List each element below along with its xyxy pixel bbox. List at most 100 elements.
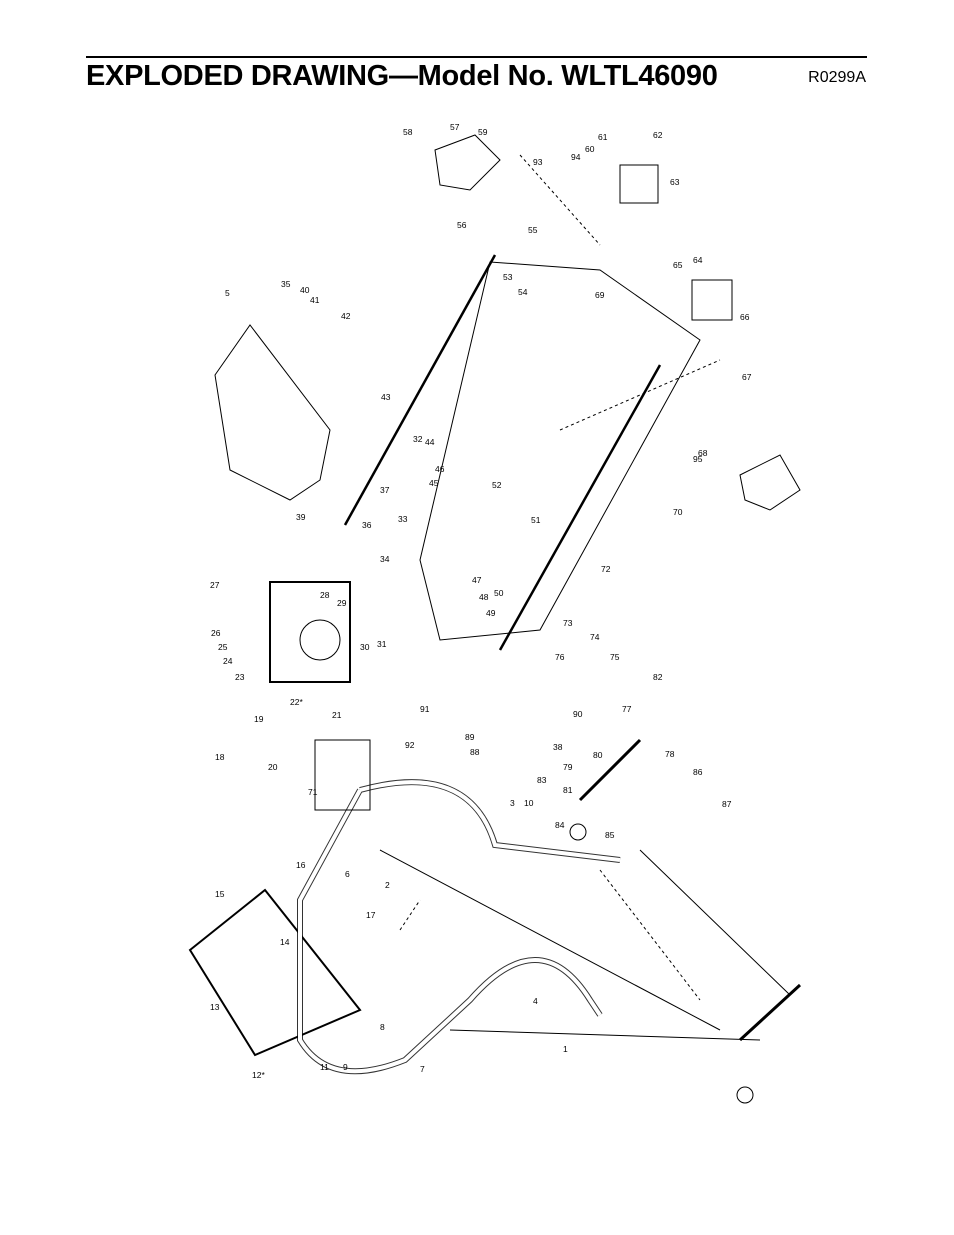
callout-5: 5	[225, 288, 230, 298]
title-rule	[86, 56, 867, 58]
callout-26: 26	[211, 628, 221, 638]
callout-20: 20	[268, 762, 278, 772]
callout-81: 81	[563, 785, 573, 795]
console-inset-12	[188, 888, 362, 1057]
callout-65: 65	[673, 260, 683, 270]
callout-labels: 1 2 3 4 5 6 7 8 9 10 11 12* 13 14 15 16 …	[210, 122, 752, 1080]
callout-63: 63	[670, 177, 680, 187]
callout-60: 60	[585, 144, 595, 154]
callout-68: 68	[698, 448, 708, 458]
callout-53: 53	[503, 272, 513, 282]
callout-14: 14	[280, 937, 290, 947]
callout-25: 25	[218, 642, 228, 652]
drawing-code: R0299A	[808, 69, 866, 86]
callout-39: 39	[296, 512, 306, 522]
callout-46: 46	[435, 464, 445, 474]
motor-28	[299, 619, 341, 661]
callout-42: 42	[341, 311, 351, 321]
callout-22: 22*	[290, 697, 303, 707]
callout-49: 49	[486, 608, 496, 618]
callout-69: 69	[595, 290, 605, 300]
callout-70: 70	[673, 507, 683, 517]
callout-87: 87	[722, 799, 732, 809]
callout-29: 29	[337, 598, 347, 608]
stabilizer-77	[578, 738, 802, 1042]
callout-77: 77	[622, 704, 632, 714]
callout-28: 28	[320, 590, 330, 600]
callout-82: 82	[653, 672, 663, 682]
callout-7: 7	[420, 1064, 425, 1074]
callout-24: 24	[223, 656, 233, 666]
callout-62: 62	[653, 130, 663, 140]
endcap-top-59	[434, 134, 501, 191]
callout-78: 78	[665, 749, 675, 759]
callout-44: 44	[425, 437, 435, 447]
callout-67: 67	[742, 372, 752, 382]
upright-frame-inner	[298, 780, 621, 1074]
callout-71: 71	[308, 787, 318, 797]
callout-47: 47	[472, 575, 482, 585]
controller-71	[314, 739, 371, 811]
callout-72: 72	[601, 564, 611, 574]
callout-37: 37	[380, 485, 390, 495]
callout-92: 92	[405, 740, 415, 750]
endcap-bottom-59	[739, 454, 801, 511]
callout-40: 40	[300, 285, 310, 295]
callout-35: 35	[281, 279, 291, 289]
callout-88: 88	[470, 747, 480, 757]
left-rail-43	[343, 254, 497, 526]
callout-61: 61	[598, 132, 608, 142]
hood-39	[214, 324, 331, 501]
page-title: EXPLODED DRAWING—Model No. WLTL46090	[86, 60, 718, 92]
callout-55: 55	[528, 225, 538, 235]
right-rail-95	[498, 364, 662, 651]
callout-45: 45	[429, 478, 439, 488]
deck-52	[419, 261, 701, 641]
callout-91: 91	[420, 704, 430, 714]
leader-lines	[399, 154, 721, 1001]
callout-41: 41	[310, 295, 320, 305]
base-frame-1	[379, 849, 791, 1041]
upright-frame-16	[297, 779, 621, 1075]
callout-10: 10	[524, 798, 534, 808]
callout-27: 27	[210, 580, 220, 590]
callout-57: 57	[450, 122, 460, 132]
callout-8: 8	[380, 1022, 385, 1032]
callout-59: 59	[478, 127, 488, 137]
callout-23: 23	[235, 672, 245, 682]
callout-33: 33	[398, 514, 408, 524]
callout-79: 79	[563, 762, 573, 772]
callout-76: 76	[555, 652, 565, 662]
callout-93: 93	[533, 157, 543, 167]
callout-64: 64	[693, 255, 703, 265]
callout-13: 13	[210, 1002, 220, 1012]
callout-48: 48	[479, 592, 489, 602]
callout-73: 73	[563, 618, 573, 628]
callout-1: 1	[563, 1044, 568, 1054]
callout-4: 4	[533, 996, 538, 1006]
callout-32: 32	[413, 434, 423, 444]
callout-85: 85	[605, 830, 615, 840]
callout-84: 84	[555, 820, 565, 830]
wheel-84b	[736, 1086, 754, 1104]
callout-31: 31	[377, 639, 387, 649]
callout-12: 12*	[252, 1070, 265, 1080]
callout-15: 15	[215, 889, 225, 899]
hood-64	[691, 279, 733, 321]
callout-34: 34	[380, 554, 390, 564]
callout-2: 2	[385, 880, 390, 890]
callout-6: 6	[345, 869, 350, 879]
callout-19: 19	[254, 714, 264, 724]
callout-9: 9	[343, 1062, 348, 1072]
callout-80: 80	[593, 750, 603, 760]
callout-95: 95	[693, 454, 703, 464]
callout-3: 3	[510, 798, 515, 808]
callout-18: 18	[215, 752, 225, 762]
callout-58: 58	[403, 127, 413, 137]
callout-74: 74	[590, 632, 600, 642]
callout-51: 51	[531, 515, 541, 525]
callout-30: 30	[360, 642, 370, 652]
callout-17: 17	[366, 910, 376, 920]
callout-75: 75	[610, 652, 620, 662]
